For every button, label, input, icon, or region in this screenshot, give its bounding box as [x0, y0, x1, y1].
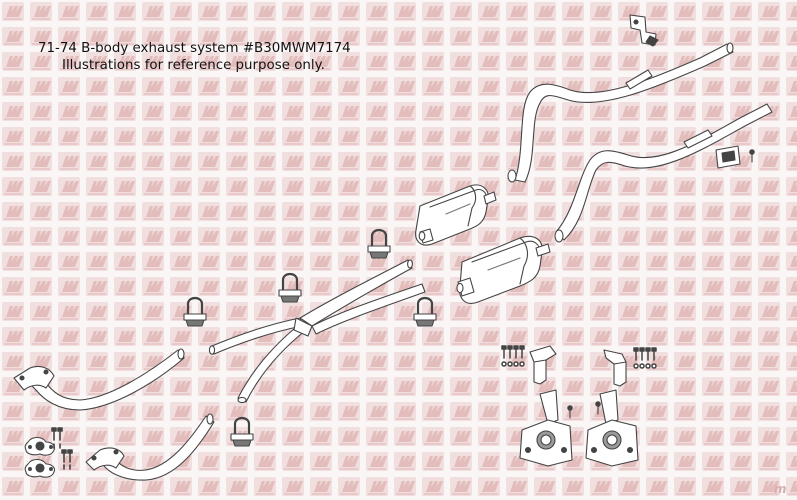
- hanger-strap-right: [603, 349, 627, 387]
- hanger-strap-left: [529, 345, 557, 385]
- tailpipe-left: [507, 42, 734, 183]
- gasket-upper: [24, 436, 56, 456]
- hanger-bracket-right: [715, 145, 755, 169]
- hanger-assembly-left: [519, 389, 573, 467]
- clamp-3: [183, 296, 207, 327]
- clamp-4: [413, 296, 437, 327]
- tailpipe-right: [554, 103, 773, 243]
- watermark-letter: m: [774, 482, 787, 496]
- muffler-upper: [415, 184, 497, 246]
- gasket-lower: [24, 458, 56, 478]
- hanger-bracket-top: [629, 14, 659, 47]
- clamp-1: [367, 228, 391, 259]
- caption-disclaimer: Illustrations for reference purpose only…: [62, 58, 325, 73]
- head-pipe-left: [13, 348, 185, 411]
- muffler-lower: [456, 235, 551, 304]
- intermediate-y-pipe: [208, 259, 426, 404]
- flange-bolts: [51, 427, 73, 470]
- clamp-2: [278, 272, 302, 303]
- head-pipe-right: [85, 413, 215, 481]
- hanger-bolts-left: [501, 345, 525, 367]
- caption-title: 71-74 B-body exhaust system #B30MWM7174: [38, 41, 351, 56]
- hanger-assembly-right: [585, 389, 639, 467]
- hanger-bolts-right: [633, 347, 657, 369]
- diagram-caption: 71-74 B-body exhaust system #B30MWM7174 …: [38, 40, 351, 74]
- clamp-5: [230, 416, 254, 447]
